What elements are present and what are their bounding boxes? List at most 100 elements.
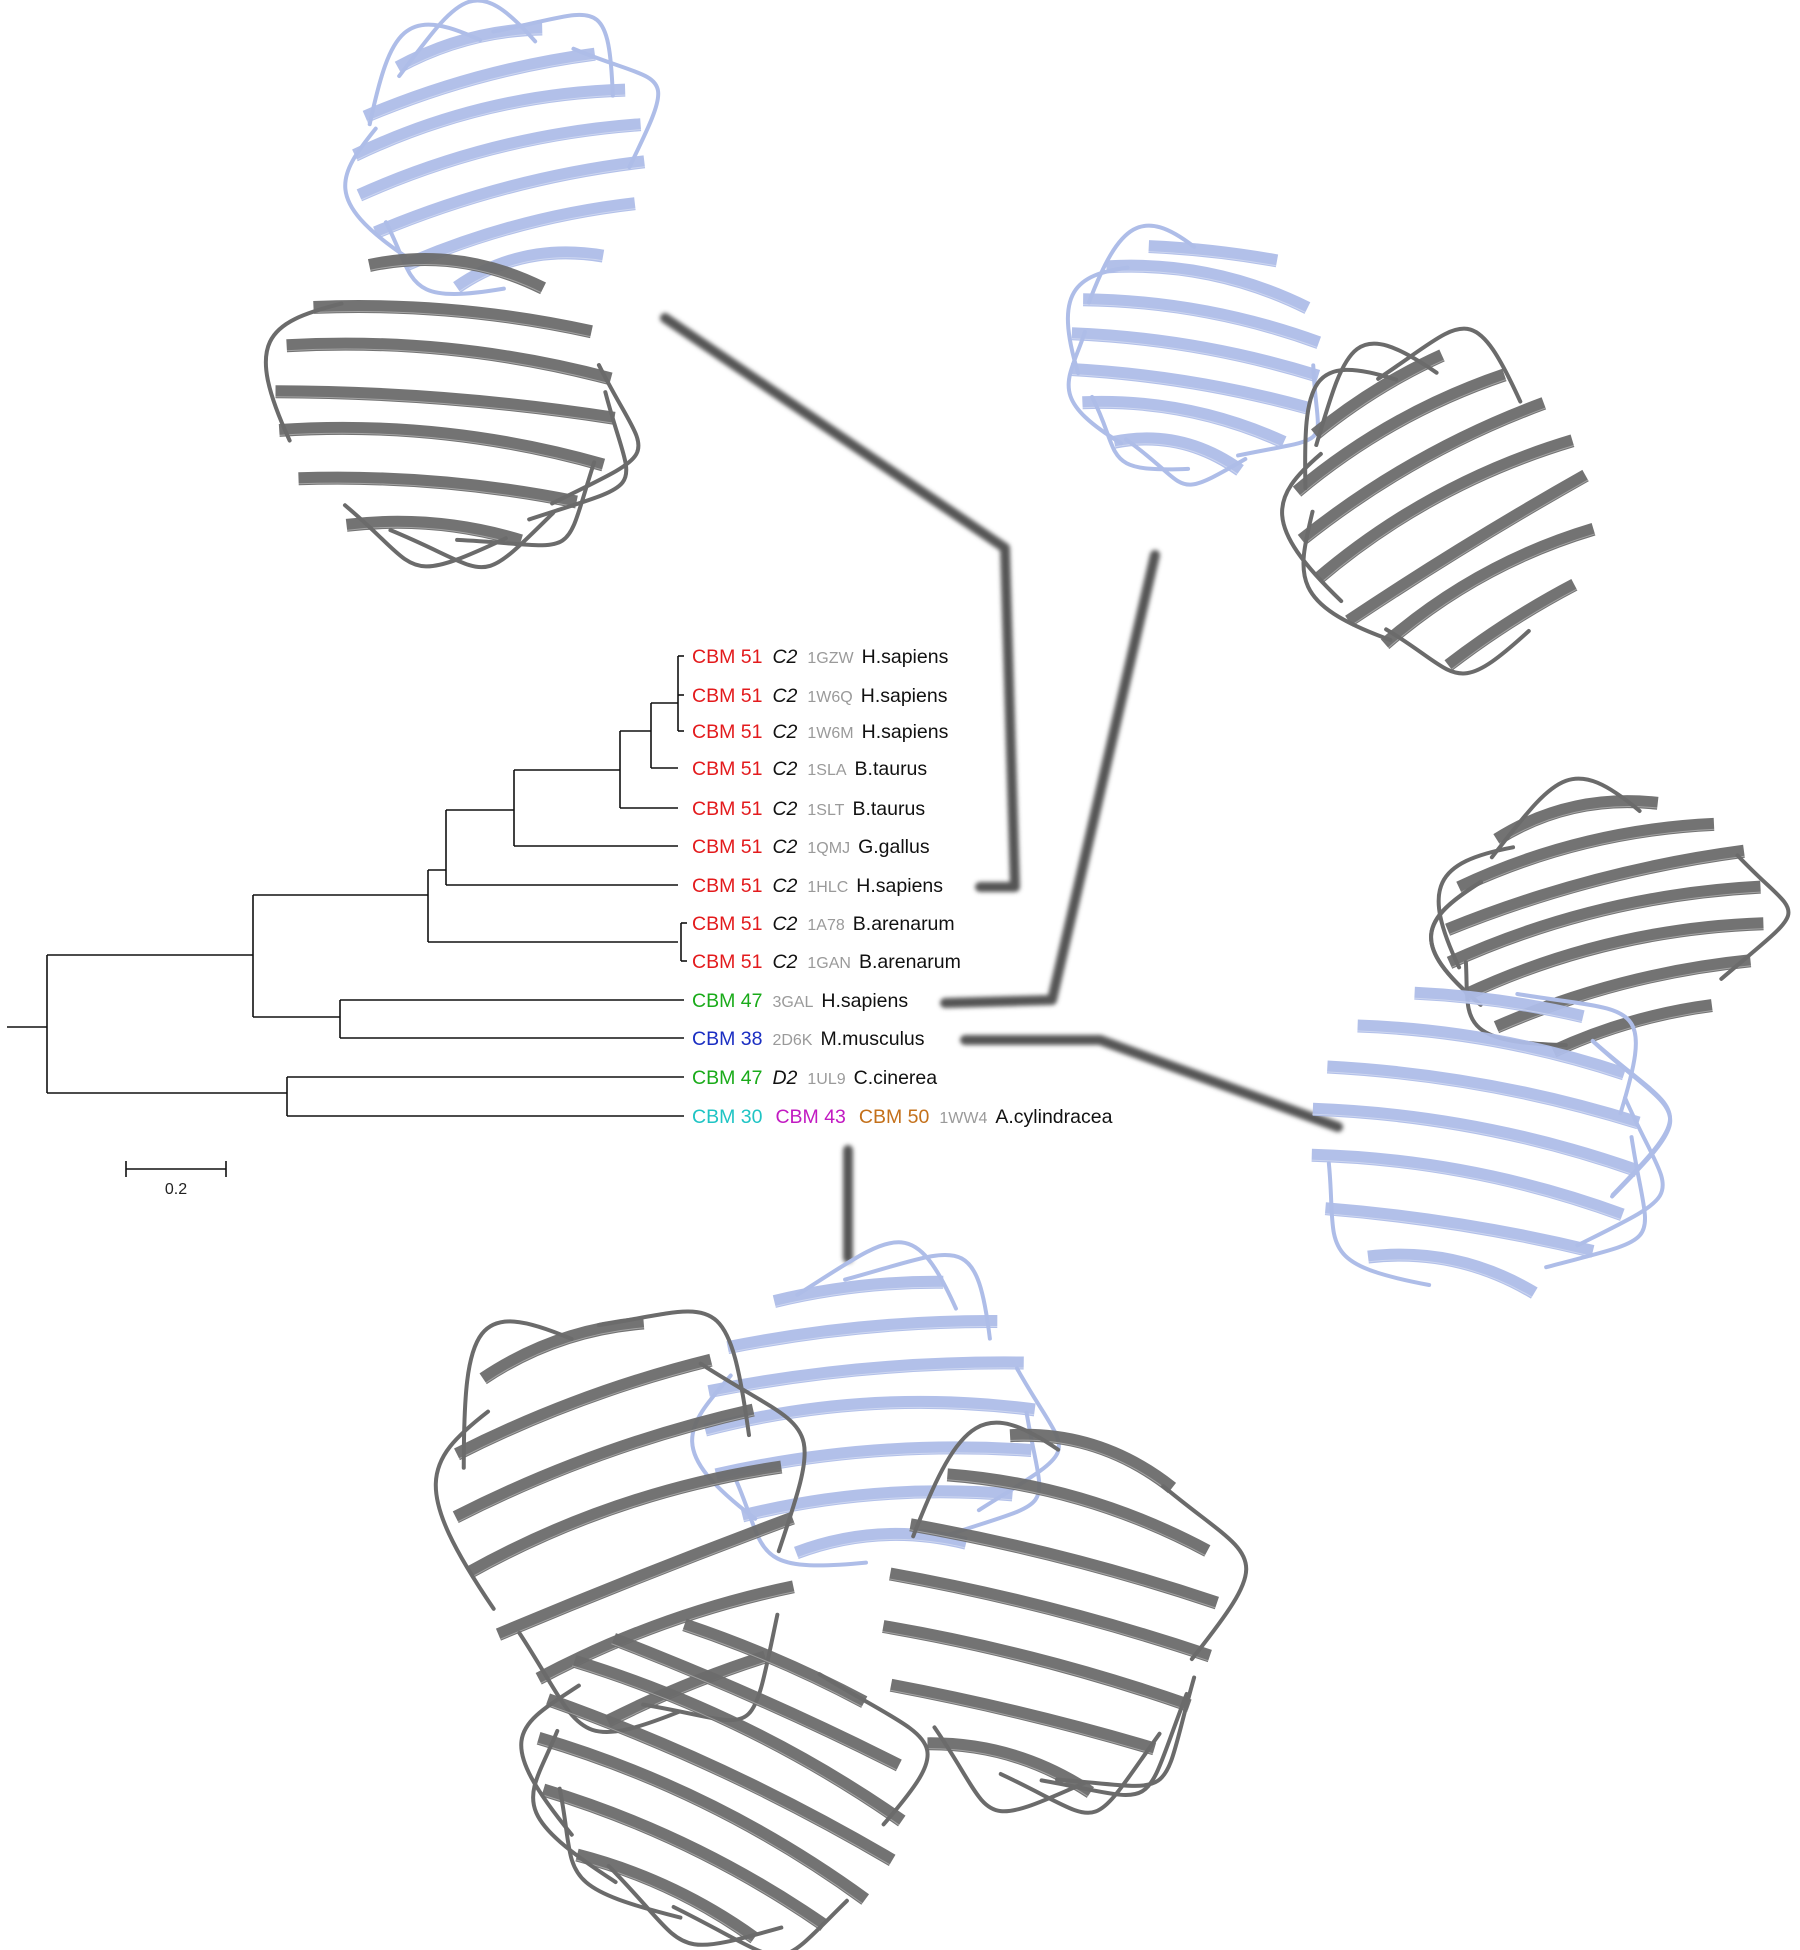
loop (911, 1420, 1061, 1539)
strand-highlight (574, 1859, 753, 1943)
strand-highlight (572, 1665, 900, 1826)
loop (734, 1478, 868, 1568)
family-tag: CBM 38 (692, 1028, 762, 1050)
beta-strand (1456, 817, 1715, 894)
strand-highlight (1413, 997, 1583, 1023)
structure-1hlc (263, 0, 661, 570)
loop (1591, 1040, 1673, 1199)
beta-strand (1313, 434, 1575, 585)
pdb-id: 1GAN (807, 955, 851, 972)
module-label: D2 (772, 1067, 797, 1089)
partner-domain (519, 1618, 930, 1950)
strand-highlight (398, 33, 544, 73)
family-tag: CBM 51 (692, 685, 762, 707)
loop (1719, 853, 1791, 981)
loop (383, 220, 506, 297)
loop (433, 1409, 496, 1611)
strand-highlight (1299, 378, 1508, 497)
family-tag: CBM 51 (692, 875, 762, 897)
family-tag: CBM 51 (692, 721, 762, 743)
strand-highlight (889, 1689, 1154, 1755)
loop (1086, 223, 1197, 305)
beta-strand (572, 1655, 906, 1827)
module-label: C2 (772, 758, 797, 780)
strand-highlight (888, 1578, 1209, 1662)
strand-highlight (1070, 338, 1318, 382)
family-tag: CBM 51 (692, 758, 762, 780)
beta-strand (682, 1618, 868, 1708)
beta-strand (1324, 1202, 1595, 1258)
strand-highlight (611, 1643, 897, 1771)
loop (690, 1373, 758, 1521)
beta-strand (1414, 986, 1585, 1024)
strand-highlight (742, 1496, 1013, 1522)
beta-strand (1083, 293, 1322, 349)
pdb-id: 1W6M (807, 725, 853, 742)
beta-strand (545, 1693, 896, 1866)
species-name: B.taurus (852, 798, 925, 820)
beta-strand (909, 1518, 1219, 1610)
loop (1039, 1691, 1189, 1797)
beta-strand (536, 1732, 870, 1905)
strand-highlight (709, 1367, 1025, 1398)
phylogenetic-tree (7, 655, 687, 1117)
beta-strand (1105, 259, 1311, 314)
species-name: H.sapiens (862, 721, 949, 743)
beta-strand (1493, 954, 1752, 1034)
loop (1123, 437, 1248, 487)
loop (1436, 845, 1516, 970)
pdb-id: 1SLT (807, 802, 844, 819)
scale-bar: 0.2 (125, 1161, 227, 1198)
structure-2d6k (1310, 776, 1791, 1299)
species-name: G.gallus (858, 836, 930, 858)
loop (939, 1410, 1042, 1540)
beta-strand (726, 1315, 998, 1355)
strand-highlight (484, 1327, 646, 1384)
pdb-id: 1GZW (807, 650, 854, 667)
strand-highlight (541, 1794, 823, 1931)
strand-highlight (796, 1538, 967, 1559)
loop (795, 1240, 958, 1311)
module-label: C2 (772, 951, 797, 973)
family-tag: CBM 43 (775, 1106, 845, 1128)
partner-domain (1280, 326, 1597, 676)
strand-highlight (360, 129, 642, 201)
pdb-id: 1W6Q (807, 689, 852, 706)
pdb-id: 1WW4 (939, 1110, 987, 1127)
strand-highlight (1105, 270, 1307, 314)
structure-3gal (1066, 223, 1597, 676)
strand-highlight (1113, 443, 1240, 476)
beta-strand (1380, 523, 1596, 650)
connector-1hlc (660, 313, 1020, 892)
beta-strand (1009, 1428, 1177, 1494)
strand-highlight (457, 1414, 756, 1523)
beta-strand (298, 471, 578, 509)
loop (1489, 776, 1642, 860)
module-label: C2 (772, 913, 797, 935)
strand-highlight (1069, 373, 1307, 414)
family-tag: CBM 47 (692, 990, 762, 1012)
beta-strand (275, 385, 616, 425)
loop (1236, 363, 1320, 458)
strand-highlight (1356, 1030, 1624, 1080)
loop (461, 1319, 574, 1470)
strand-highlight (1324, 1213, 1593, 1257)
beta-strand (479, 1316, 645, 1385)
strand-highlight (1448, 855, 1746, 936)
beta-strand (1312, 1102, 1640, 1177)
beta-strand (1071, 327, 1321, 383)
beta-strand (1357, 1019, 1627, 1081)
strand-highlight (1082, 304, 1319, 349)
scale-bar-label: 0.2 (165, 1181, 187, 1198)
loop (1575, 1095, 1665, 1248)
module-label: C2 (772, 721, 797, 743)
loop (557, 1786, 683, 1920)
beta-strand (882, 1620, 1192, 1712)
beta-strand (286, 337, 613, 386)
loop (596, 1309, 751, 1438)
strand-highlight (1350, 479, 1589, 626)
strand-highlight (1008, 1439, 1172, 1494)
